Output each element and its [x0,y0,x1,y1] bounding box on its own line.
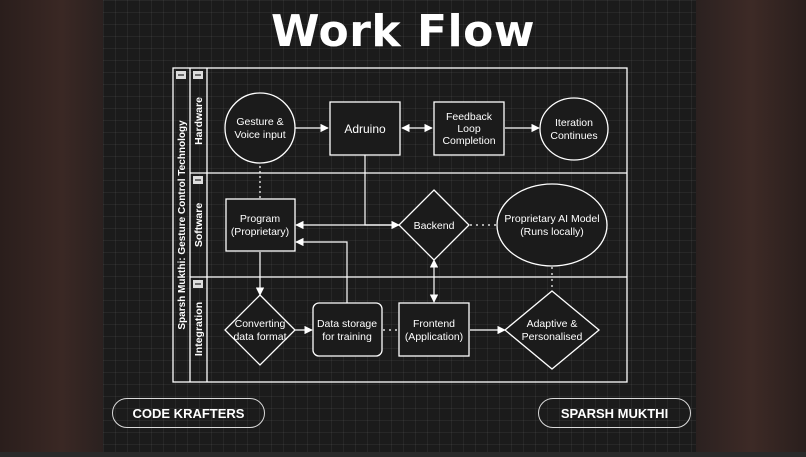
edge-storage-program [295,237,348,303]
connectors [255,123,553,335]
node-converting[interactable]: Converting data format [224,294,296,366]
pool-collapse-icon[interactable] [176,71,186,79]
lane-label-hardware: Hardware [193,97,205,145]
node-feedback[interactable]: Feedback Loop Completion [433,101,505,156]
node-frontend[interactable]: Frontend (Application) [398,302,470,357]
node-iteration-line1: Iteration [555,117,593,129]
node-program-line1: Program [240,213,281,225]
node-storage[interactable]: Data storage for training [312,302,383,357]
node-converting-line2: data format [233,331,286,343]
node-storage-line2: for training [322,331,372,343]
node-gesture-line2: Voice input [234,129,285,141]
node-adaptive-line1: Adaptive & [527,318,578,330]
node-ai-model-line2: (Runs locally) [520,226,584,238]
node-adaptive[interactable]: Adaptive & Personalised [503,290,601,370]
node-gesture[interactable]: Gesture & Voice input [224,92,296,164]
node-adaptive-line2: Personalised [522,331,583,343]
node-program-line2: (Proprietary) [231,226,289,238]
node-backend-label: Backend [414,220,455,232]
node-ai-model[interactable]: Proprietary AI Model (Runs locally) [496,183,608,267]
team-name-pill: CODE KRAFTERS [112,398,265,428]
swimlane-pool [172,67,628,383]
node-backend[interactable]: Backend [398,189,470,261]
lane-label-integration: Integration [193,302,205,356]
lane-integration-collapse-icon[interactable] [193,280,203,288]
right-backdrop [696,0,806,457]
node-program[interactable]: Program (Proprietary) [225,198,296,252]
node-feedback-line2: Loop [457,123,481,135]
node-frontend-line2: (Application) [405,331,463,343]
lane-label-software: Software [193,203,205,248]
bottom-strip [0,452,806,457]
project-name-pill: SPARSH MUKTHI [538,398,691,428]
node-converting-line1: Converting [235,318,286,330]
page-title: Work Flow [271,6,535,57]
lane-hardware-collapse-icon[interactable] [193,71,203,79]
node-iteration[interactable]: Iteration Continues [539,97,609,161]
node-iteration-line2: Continues [550,130,597,142]
edge-arduino-backend [364,155,400,230]
node-arduino-label: Adruino [344,122,386,136]
node-storage-line1: Data storage [317,318,377,330]
node-feedback-line3: Completion [442,135,495,147]
left-backdrop [0,0,103,457]
pool-label: Sparsh Mukthi: Gesture Control Technolog… [177,120,188,330]
node-arduino[interactable]: Adruino [329,101,401,156]
lane-software-collapse-icon[interactable] [193,176,203,184]
node-gesture-line1: Gesture & [236,116,283,128]
node-frontend-line1: Frontend [413,318,455,330]
node-feedback-line1: Feedback [446,111,493,123]
node-ai-model-line1: Proprietary AI Model [504,213,599,225]
